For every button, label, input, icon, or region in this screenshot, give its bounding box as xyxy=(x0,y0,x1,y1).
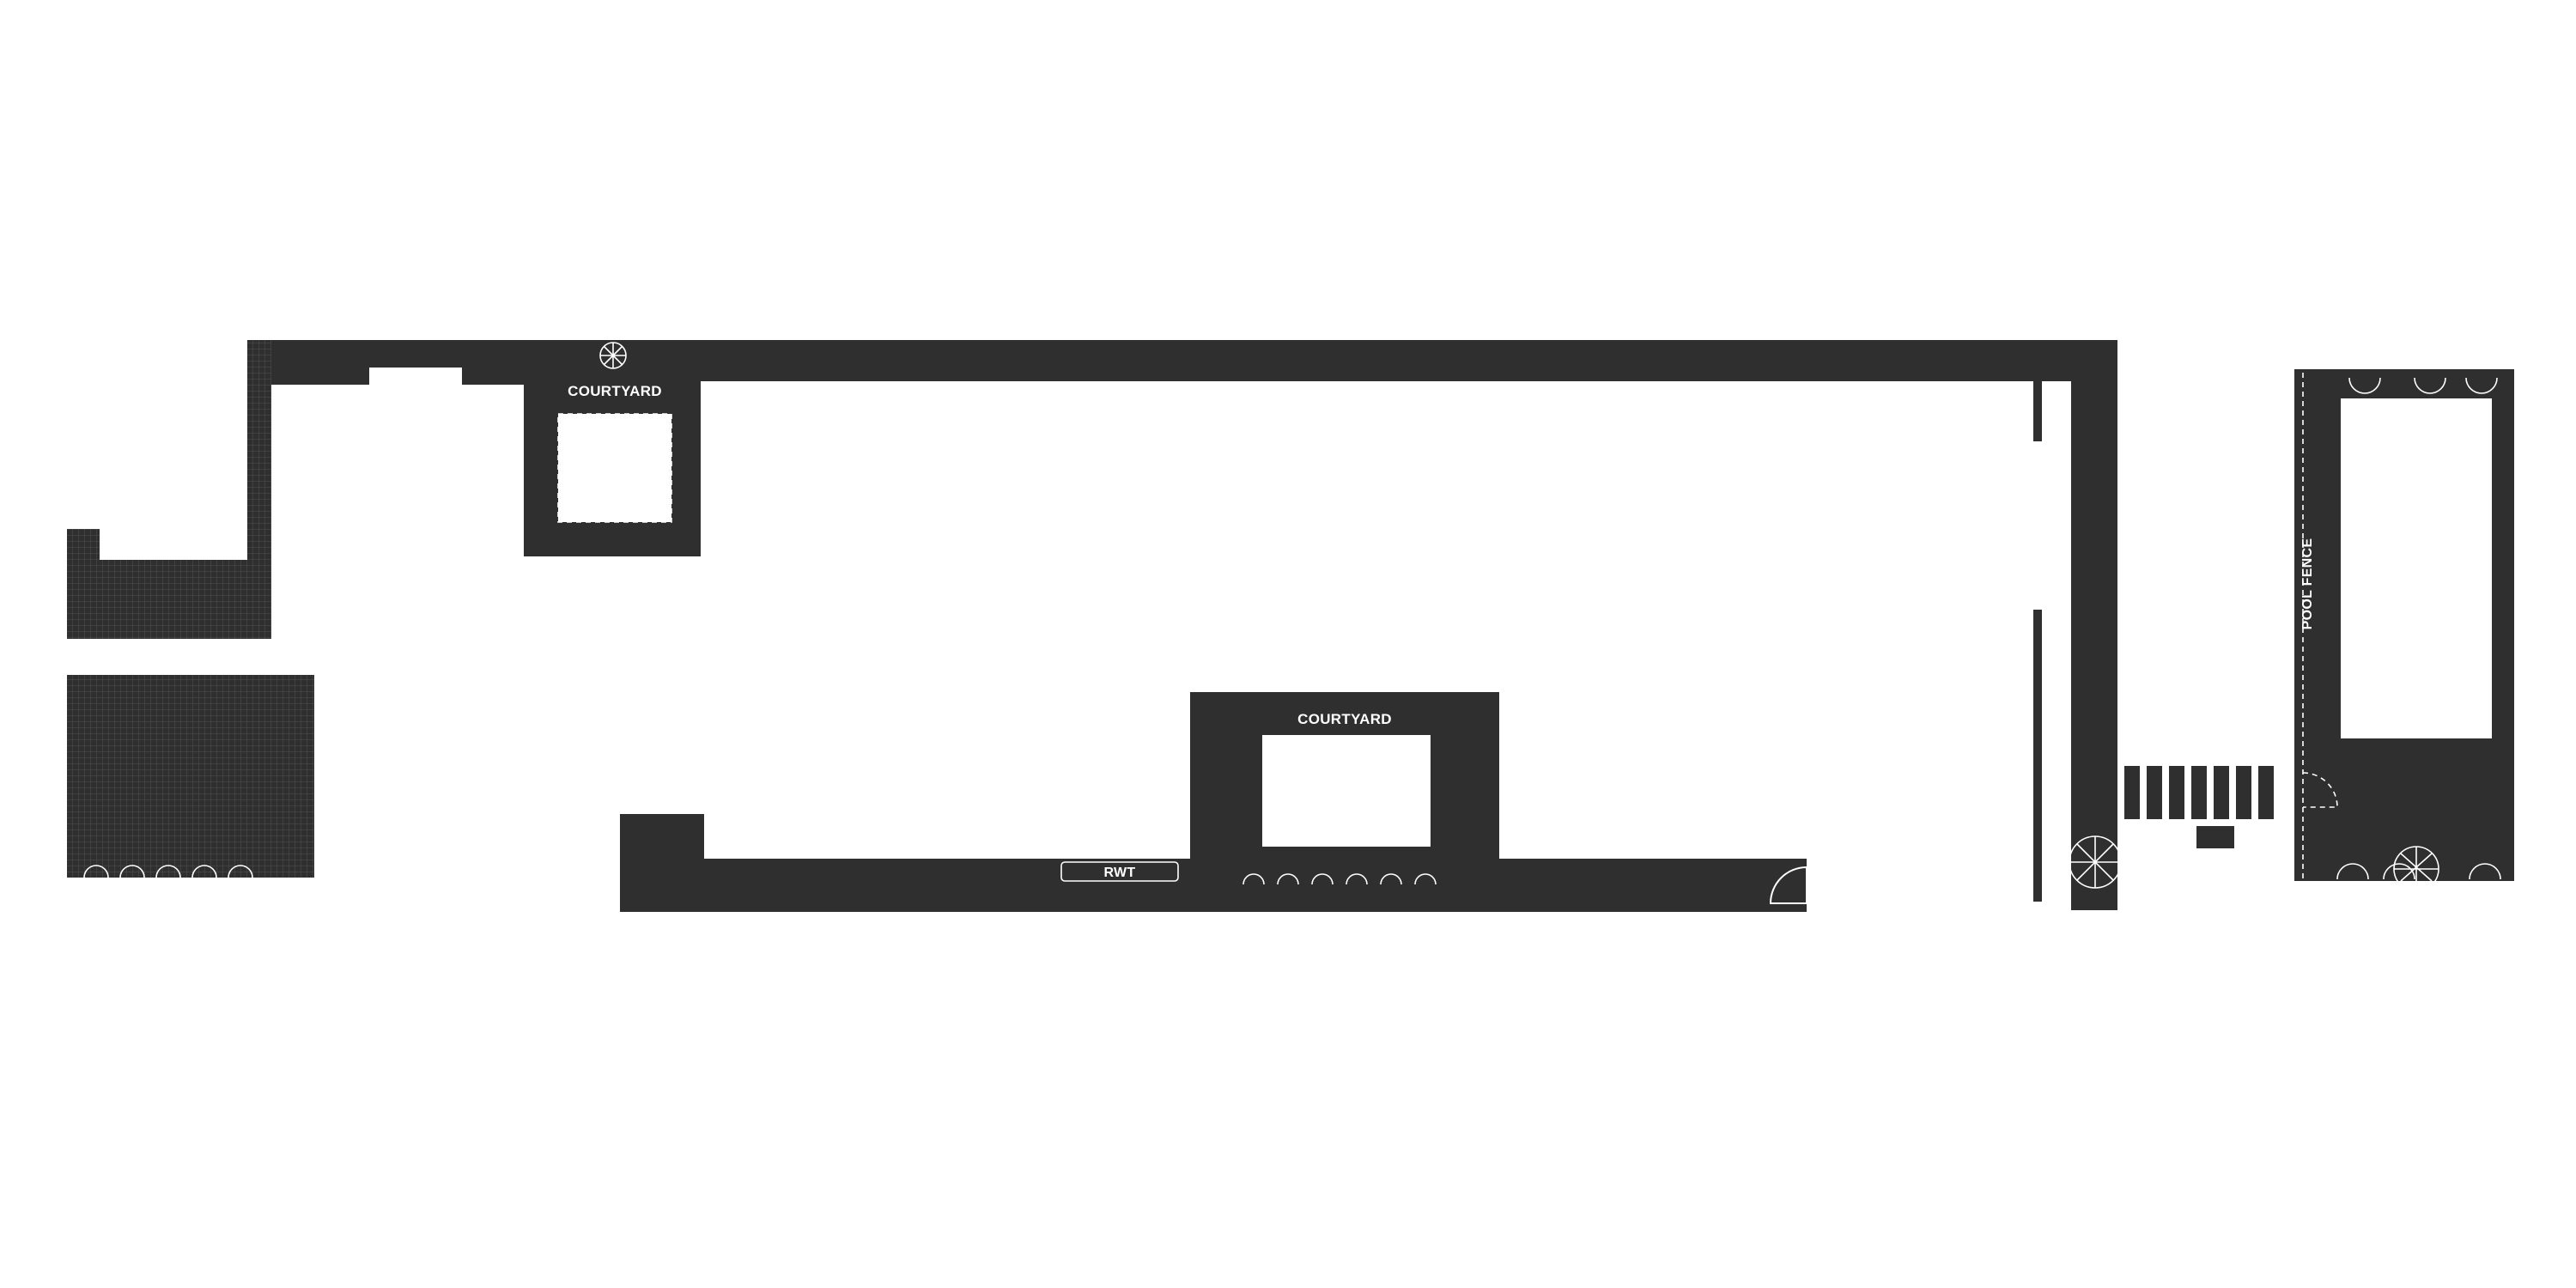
gate-swing-south xyxy=(1769,866,1807,904)
paved-area-southwest xyxy=(67,675,314,878)
feature-tree-icon xyxy=(2393,846,2439,892)
courtyard-north: COURTYARD xyxy=(524,381,701,556)
east-wall-column xyxy=(2033,340,2117,910)
swimming-pool xyxy=(2341,398,2492,738)
courtyard-south: COURTYARD xyxy=(1190,692,1499,879)
courtyard-south-label: COURTYARD xyxy=(1297,711,1392,727)
notch-north xyxy=(369,368,462,381)
hedge-planting-southwest xyxy=(83,865,253,878)
hedge-planting-pool xyxy=(2336,377,2527,880)
courtyard-north-label: COURTYARD xyxy=(568,383,662,399)
pool-area: POOL FENCE xyxy=(2294,369,2514,881)
rwt-label: RWT xyxy=(1103,866,1135,880)
rainwater-tank: RWT xyxy=(1060,861,1179,882)
pool-fence-label: POOL FENCE xyxy=(2300,538,2315,630)
steps xyxy=(2124,766,2274,848)
feature-tree-icon xyxy=(599,342,627,369)
feature-tree-icon xyxy=(2069,835,2122,889)
paved-area-west xyxy=(67,340,271,639)
north-boundary-strip xyxy=(271,340,2107,385)
hedge-planting-south xyxy=(1242,873,1437,885)
